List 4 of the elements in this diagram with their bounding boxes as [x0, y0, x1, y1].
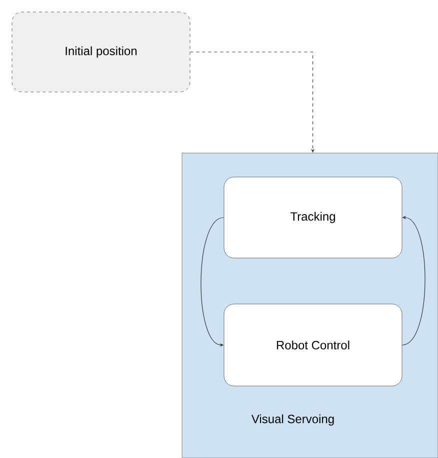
- panel-label: Visual Servoing: [251, 414, 334, 426]
- start-box: Initial position: [12, 12, 190, 92]
- process-box: Tracking: [224, 176, 402, 258]
- process-box: Robot Control: [224, 304, 402, 386]
